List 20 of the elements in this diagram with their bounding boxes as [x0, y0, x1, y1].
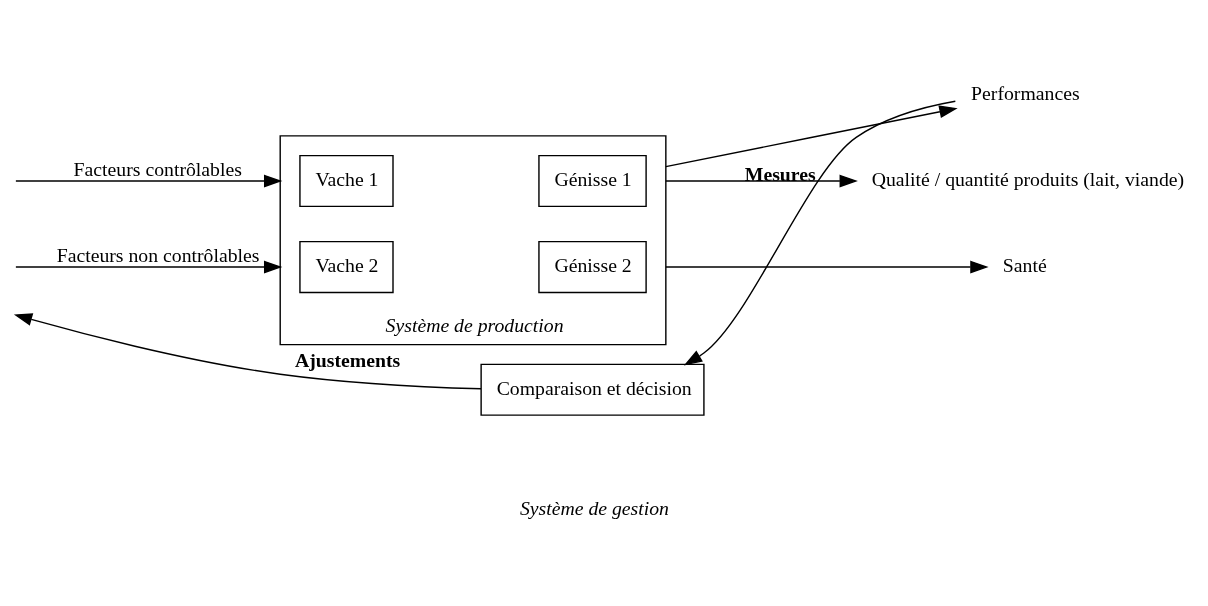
node-text: Performances	[971, 82, 1080, 105]
arrow	[665, 174, 858, 188]
arrow	[665, 260, 989, 274]
node-box: Comparaison et décision	[480, 363, 705, 416]
node-text: Qualité / quantité produits (lait, viande)	[871, 168, 1185, 191]
edge-label: Ajustements	[295, 349, 401, 372]
arrow	[13, 313, 482, 390]
arrow	[15, 260, 283, 274]
label: Système de gestion	[519, 496, 669, 519]
node-box: Génisse 2	[538, 240, 647, 294]
node-text: Santé	[1002, 254, 1047, 277]
node-box: Génisse 1	[538, 154, 647, 208]
edge-label: Facteurs non contrôlables	[56, 243, 260, 266]
node-box: Vache 2	[299, 240, 394, 294]
node-box: Vache 1	[299, 154, 394, 208]
edge-label: Mesures	[744, 163, 816, 186]
arrow	[683, 100, 957, 366]
arrow	[665, 105, 958, 168]
edge-label: Facteurs contrôlables	[73, 157, 242, 180]
arrow	[15, 174, 283, 188]
